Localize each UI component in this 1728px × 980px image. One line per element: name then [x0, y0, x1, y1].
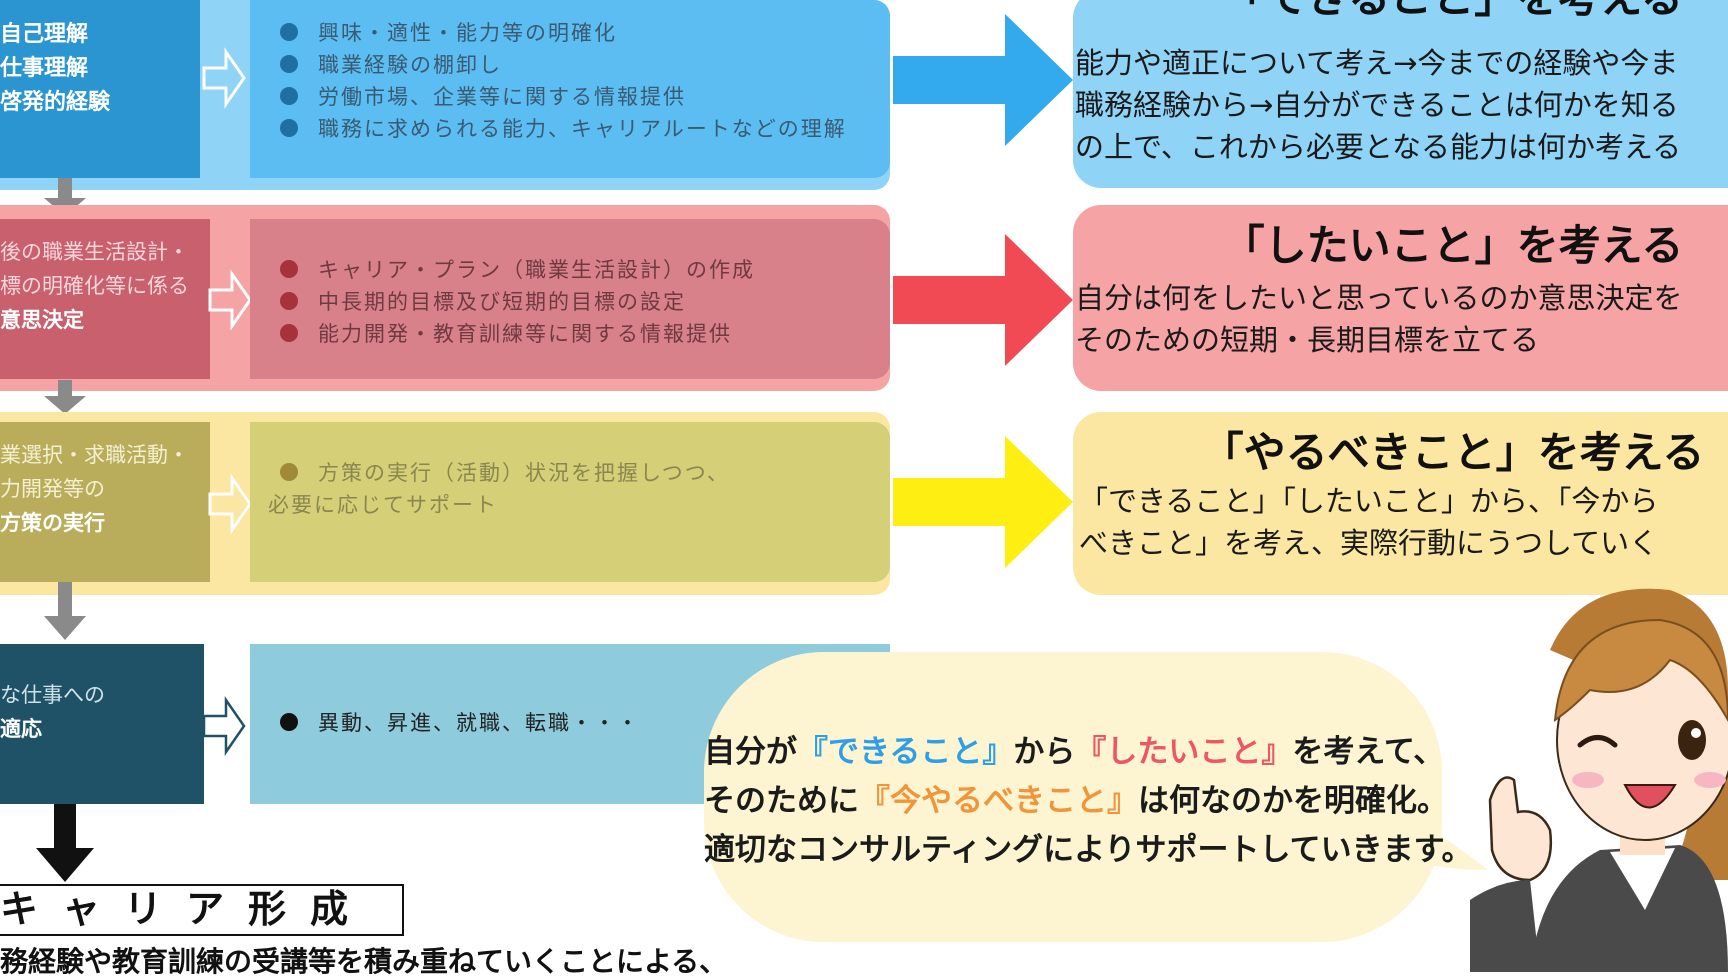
stage-2-label-line: 意思決定: [0, 308, 84, 332]
bullet-icon: [280, 260, 298, 278]
stage-4-label-line: な仕事への: [0, 683, 105, 707]
bullet-icon: [280, 292, 298, 310]
stage-2-result-card: 「したいこと」を考える 自分は何をしたいと思っているのか意思決定を そのための短…: [1073, 205, 1728, 391]
stage-1-right-arrow-icon: [893, 14, 1073, 146]
stage-3-result-title: 「やるべきこと」を考える: [1201, 428, 1705, 477]
detail-text: 必要に応じてサポート: [268, 493, 498, 517]
speech-highlight-want-to-do: 『したいこと』: [1075, 734, 1293, 770]
stage-2-result-line: そのための短期・長期目標を立てる: [1075, 323, 1540, 357]
detail-item: 能力開発・教育訓練等に関する情報提供: [280, 317, 890, 349]
stage-2-result-line: 自分は何をしたいと思っているのか意思決定を: [1075, 281, 1683, 315]
stage-2-label-box: 後の職業生活設計・ 標の明確化等に係る 意思決定: [0, 219, 210, 379]
stage-1-label-line: 仕事理解: [0, 56, 89, 81]
bullet-icon: [280, 324, 298, 342]
detail-item: 異動、昇進、就職、転職・・・: [280, 706, 890, 738]
bullet-icon: [280, 87, 298, 105]
stage-2-details: キャリア・プラン（職業生活設計）の作成 中長期的目標及び短期的目標の設定 能力開…: [250, 219, 890, 379]
stage-1-result-line: 職務経験から→自分ができることは何かを知る: [1075, 88, 1679, 122]
stage-1-result-title: 「できること」を考える: [1073, 0, 1728, 24]
career-title-box: キャリア形成: [0, 884, 404, 936]
stage-3-details: 方策の実行（活動）状況を把握しつつ、 必要に応じてサポート: [250, 422, 890, 582]
detail-item: 必要に応じてサポート: [268, 488, 890, 520]
stage-3-label-line: 方策の実行: [0, 511, 105, 535]
detail-text: 能力開発・教育訓練等に関する情報提供: [318, 322, 732, 346]
bullet-icon: [280, 713, 298, 731]
detail-text: 職務に求められる能力、キャリアルートなどの理解: [318, 117, 847, 141]
speech-bubble: [704, 652, 1442, 942]
speech-highlight-should-do: 『今やるべきこと』: [859, 783, 1138, 819]
bullet-icon: [280, 463, 298, 481]
stage-1-result-card: 「できること」を考える 能力や適正について考え→今までの経験や今ま 職務経験から…: [1073, 0, 1728, 188]
detail-item: 職業経験の棚卸し: [280, 48, 890, 80]
stage-4-hollow-arrow-icon: [202, 695, 246, 757]
stage-1-hollow-arrow-icon: [202, 47, 246, 109]
career-title: キャリア形成: [0, 887, 373, 931]
down-arrow-icon: [44, 380, 86, 414]
stage-3-result-line: 「できること」「したいこと」から、「今から: [1079, 484, 1659, 518]
stage-2-hollow-arrow-icon: [208, 269, 252, 331]
stage-3-hollow-arrow-icon: [208, 473, 252, 535]
consultant-illustration: [1470, 588, 1728, 972]
down-arrow-icon: [44, 582, 86, 640]
stage-1-label-line: 啓発的経験: [0, 90, 111, 115]
stage-1-result-line: 能力や適正について考え→今までの経験や今ま: [1075, 46, 1679, 80]
career-subtitle: 務経験や教育訓練の受講等を積み重ねていくことによる、: [0, 945, 728, 978]
bullet-icon: [280, 23, 298, 41]
detail-text: 労働市場、企業等に関する情報提供: [318, 85, 686, 109]
detail-item: 興味・適性・能力等の明確化: [280, 16, 890, 48]
stage-3-right-arrow-icon: [893, 436, 1073, 568]
stage-1-label-line: 自己理解: [0, 22, 89, 47]
detail-item: 中長期的目標及び短期的目標の設定: [280, 285, 890, 317]
speech-text-part: から: [1013, 734, 1076, 770]
speech-line-2: そのために『今やるべきこと』は何なのかを明確化。: [704, 777, 1448, 826]
detail-text: 興味・適性・能力等の明確化: [318, 21, 617, 45]
detail-text: 職業経験の棚卸し: [318, 53, 502, 77]
stage-1-result-line: の上で、これから必要となる能力は何か考える: [1075, 130, 1682, 164]
speech-text-part: は何なのかを明確化。: [1138, 783, 1448, 819]
detail-text: 方策の実行（活動）状況を把握しつつ、: [318, 461, 730, 485]
stage-3-result-line: べきこと」を考え、実際行動にうつしていく: [1079, 526, 1659, 560]
stage-3-result-card: 「やるべきこと」を考える 「できること」「したいこと」から、「今から べきこと」…: [1073, 412, 1728, 595]
speech-bubble-tail: [1400, 810, 1488, 870]
stage-3-label-line: 力開発等の: [0, 477, 105, 501]
stage-4-label-line: 適応: [0, 717, 42, 741]
speech-text: 自分が『できること』から『したいこと』を考えて、 そのために『今やるべきこと』は…: [704, 728, 1473, 875]
detail-item: 労働市場、企業等に関する情報提供: [280, 80, 890, 112]
speech-text-part: そのために: [704, 783, 859, 819]
speech-text-part: 自分が: [704, 734, 797, 770]
bullet-icon: [280, 55, 298, 73]
detail-item: キャリア・プラン（職業生活設計）の作成: [280, 253, 890, 285]
speech-line-1: 自分が『できること』から『したいこと』を考えて、: [704, 728, 1444, 777]
stage-3-label-box: 業選択・求職活動・ 力開発等の 方策の実行: [0, 422, 210, 582]
detail-item: 方策の実行（活動）状況を把握しつつ、: [280, 456, 890, 488]
detail-text: 異動、昇進、就職、転職・・・: [318, 711, 640, 735]
detail-text: キャリア・プラン（職業生活設計）の作成: [318, 258, 755, 282]
detail-text: 中長期的目標及び短期的目標の設定: [318, 290, 686, 314]
stage-2-label-line: 後の職業生活設計・: [0, 240, 189, 264]
stage-1-label-box: 自己理解 仕事理解 啓発的経験: [0, 0, 200, 178]
stage-2-right-arrow-icon: [893, 234, 1073, 366]
stage-3-label-line: 業選択・求職活動・: [0, 443, 189, 467]
down-arrow-icon: [36, 804, 94, 882]
stage-2-label-line: 標の明確化等に係る: [0, 274, 189, 298]
speech-line-3: 適切なコンサルティングによりサポートしていきます。: [704, 832, 1473, 868]
detail-item: 職務に求められる能力、キャリアルートなどの理解: [280, 112, 890, 144]
speech-highlight-can-do: 『できること』: [797, 734, 1014, 770]
speech-text-part: を考えて、: [1292, 734, 1445, 770]
stage-4-label-box: な仕事への 適応: [0, 644, 204, 804]
bullet-icon: [280, 119, 298, 137]
stage-1-details: 興味・適性・能力等の明確化 職業経験の棚卸し 労働市場、企業等に関する情報提供 …: [250, 0, 890, 178]
stage-2-result-title: 「したいこと」を考える: [1222, 221, 1684, 270]
